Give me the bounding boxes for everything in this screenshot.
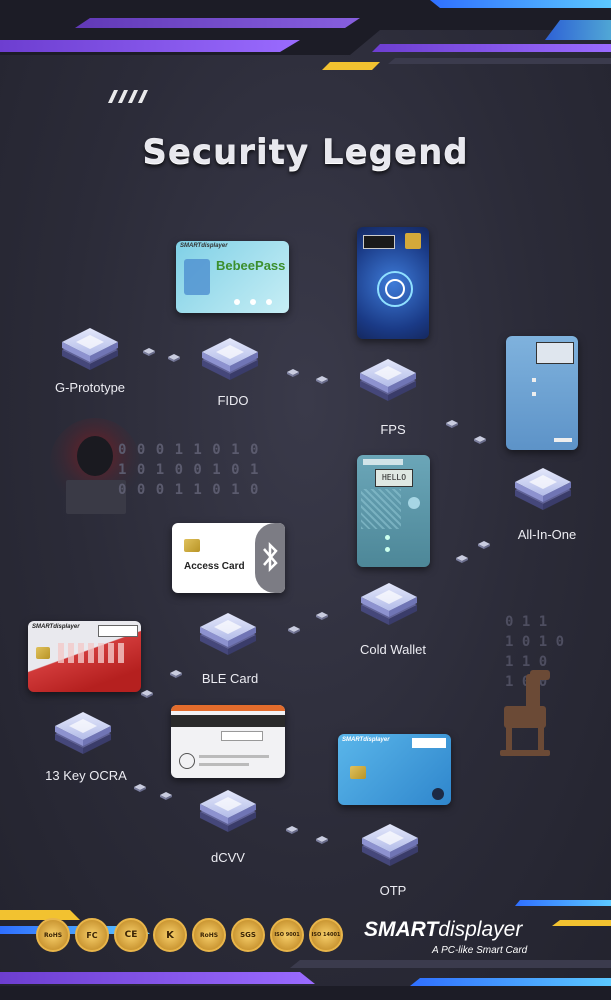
label-all-in-one: All-In-One [517,527,577,542]
node-ble-card [200,613,256,655]
binary-line: 0 0 0 1 1 0 1 0 [118,482,260,498]
brand-bold: SMART [364,918,439,941]
wallet-screen-text: HELLO [375,469,413,487]
connector-dot [316,376,328,384]
label-ble-card: BLE Card [201,671,259,686]
label-otp: OTP [379,883,407,898]
otp-card-image: SMARTdisplayer [338,734,451,805]
access-card-text: Access Card [184,561,245,572]
connector-dot [287,369,299,377]
page-title: Security Legend [142,132,469,172]
badge-sgs-icon: SGS [231,918,265,952]
connector-dot [286,826,298,834]
brand-tagline: A PC-like Smart Card [432,945,528,956]
card-brand: SMARTdisplayer [342,737,390,743]
label-13-key-ocra: 13 Key OCRA [45,768,127,783]
node-fps [360,359,416,401]
label-g-prototype: G-Prototype [54,380,126,395]
node-all-in-one [515,468,571,510]
connector-dot [143,348,155,356]
all-in-one-card-image [506,336,578,450]
connector-dot [456,555,468,563]
badge-iso-9001-icon: ISO 9001 [270,918,304,952]
connector-dot [134,784,146,792]
label-dcvv: dCVV [211,850,245,865]
brand-logo: SMARTdisplayer [364,918,522,942]
badge-k-icon: K [153,918,187,952]
brand-light: displayer [438,918,523,941]
connector-dot [288,626,300,634]
card-product-name: BebeePass [216,258,286,273]
dcvv-card-image [171,705,285,778]
binary-line: 0 1 1 [505,614,548,630]
certification-badges: RoHS FC CE K RoHS SGS ISO 9001 ISO 14001 [36,918,343,952]
node-cold-wallet [361,583,417,625]
binary-left: 0 0 0 1 1 0 1 0 1 0 1 0 0 1 0 1 0 0 0 1 … [118,440,259,500]
card-brand: SMARTdisplayer [32,624,80,630]
badge-iso-14001-icon: ISO 14001 [309,918,343,952]
trojan-horse-icon [500,670,550,756]
connector-dot [141,690,153,698]
connector-dot [474,436,486,444]
bluetooth-icon [263,541,278,573]
ocra-card-image: SMARTdisplayer [28,621,141,692]
label-cold-wallet: Cold Wallet [360,642,426,657]
cold-wallet-card-image: HELLO [357,455,430,567]
badge-rohs-icon: RoHS [36,918,70,952]
connector-dot [316,836,328,844]
badge-fc-icon: FC [75,918,109,952]
top-banner-graphic [0,0,611,103]
fido-card-image: SMARTdisplayer BebeePass [176,241,289,313]
connector-dot [160,792,172,800]
label-fps: FPS [380,422,406,437]
connector-dot [168,354,180,362]
card-brand: SMARTdisplayer [180,243,228,249]
node-otp [362,824,418,866]
access-card-image: Access Card [172,523,285,593]
binary-line: 1 1 0 [505,654,548,670]
hacker-illustration [50,418,140,514]
badge-ce-icon: CE [114,918,148,952]
node-dcvv [200,790,256,832]
label-fido: FIDO [217,393,249,408]
binary-line: 1 0 1 0 0 1 0 1 [118,462,260,478]
fps-card-image [357,227,429,339]
binary-line: 0 0 0 1 1 0 1 0 [118,442,260,458]
binary-line: 1 0 1 0 [505,634,565,650]
connector-dot [478,541,490,549]
node-g-prototype [62,328,118,370]
connector-dot [316,612,328,620]
badge-rohs-icon: RoHS [192,918,226,952]
node-13-key-ocra [55,712,111,754]
node-fido [202,338,258,380]
